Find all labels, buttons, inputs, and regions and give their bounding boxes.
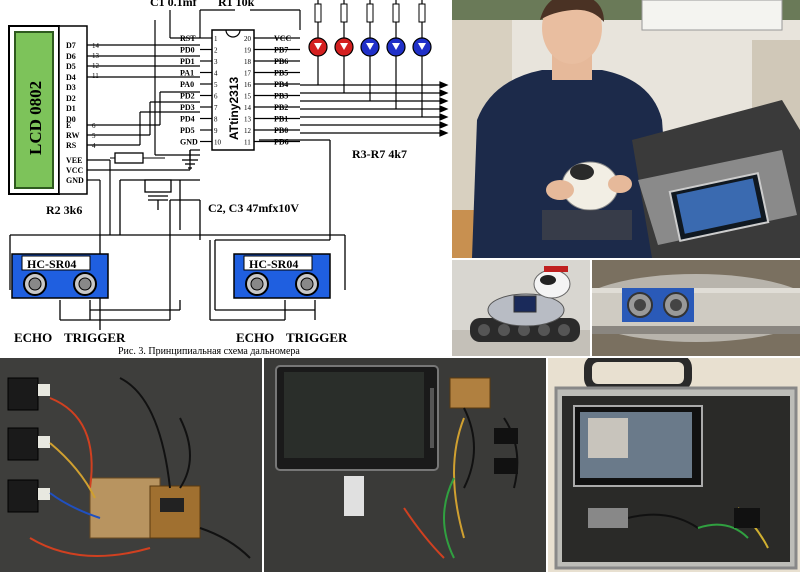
r1-label: R1 10k <box>218 0 255 9</box>
mcu-pin-gnd: GND <box>180 138 198 147</box>
mcu-chip: ATtiny2313 <box>211 29 255 151</box>
lcd-pin-number: 14 <box>92 42 100 50</box>
mcu-pin-pb2: PB2 <box>274 103 288 112</box>
lcd-module: LCD 0802 <box>8 25 88 195</box>
lcd-pin-d7: D7 <box>66 41 76 50</box>
r2-label: R2 3k6 <box>46 203 82 217</box>
figure-caption: Рис. 3. Принципиальная схема дальномера <box>118 346 300 356</box>
mcu-pin-number: 19 <box>244 47 252 55</box>
lcd-pin-e: E <box>66 121 71 130</box>
mcu-pin-number: 14 <box>244 104 252 112</box>
mcu-pin-number: 10 <box>214 139 222 147</box>
mcu-pin-pa0: PA0 <box>180 80 194 89</box>
lcd-pin-number: 6 <box>92 122 96 130</box>
mcu-pin-pd1: PD1 <box>180 57 195 66</box>
echo-left-label: ECHO <box>14 330 52 345</box>
case-boards-photo <box>0 358 262 572</box>
lcd-pin-vcc: VCC <box>66 166 84 175</box>
mcu-pin-pd6: PD6 <box>274 138 289 147</box>
sensor-right-label: HC-SR04 <box>249 257 298 271</box>
c2c3-label: C2, C3 47mfx10V <box>208 201 299 215</box>
lcd-pin-vee: VEE <box>66 156 82 165</box>
mcu-pin-number: 13 <box>244 116 252 124</box>
robot-photo <box>452 260 590 356</box>
lcd-pin-number: 5 <box>92 132 96 140</box>
led-array <box>308 0 432 117</box>
mcu-pin-pb3: PB3 <box>274 92 288 101</box>
c1-label: C1 0.1mf <box>150 0 198 9</box>
mcu-pin-pd4: PD4 <box>180 115 195 124</box>
lcd-pin-d1: D1 <box>66 104 76 113</box>
mcu-pin-number: 5 <box>214 81 218 89</box>
mcu-pin-number: 20 <box>244 35 252 43</box>
lcd-pin-d0: D0 <box>66 115 76 124</box>
relay-blocks <box>7 377 50 513</box>
mcu-pin-number: 7 <box>214 104 218 112</box>
lcd-pin-d4: D4 <box>66 73 76 82</box>
mcu-pin-pb4: PB4 <box>274 80 288 89</box>
mcu-pin-pd5: PD5 <box>180 126 195 135</box>
sensor-closeup-photo <box>592 260 800 356</box>
echo-right-label: ECHO <box>236 330 274 345</box>
mcu-pin-number: 2 <box>214 47 218 55</box>
ground-symbol <box>182 150 198 169</box>
mcu-pin-number: 6 <box>214 93 218 101</box>
pcb-small <box>449 377 491 409</box>
student-photo <box>452 0 800 258</box>
mcu-pin-number: 8 <box>214 116 218 124</box>
mcu-pin-number: 16 <box>244 81 252 89</box>
mcu-pin-pb6: PB6 <box>274 57 288 66</box>
case-handle-photo <box>548 358 800 572</box>
trigger-left-label: TRIGGER <box>64 330 126 345</box>
mcu-pin-pd2: PD2 <box>180 92 195 101</box>
mcu-pin-pa1: PA1 <box>180 69 194 78</box>
mcu-pin-number: 17 <box>244 70 252 78</box>
mcu-pin-pb0: PB0 <box>274 126 288 135</box>
mcu-pin-number: 15 <box>244 93 252 101</box>
lcd-data-wires <box>87 9 301 235</box>
lcd-pin-gnd: GND <box>66 176 84 185</box>
lcd-pin-d5: D5 <box>66 62 76 71</box>
trigger-right-label: TRIGGER <box>286 330 348 345</box>
mcu-pin-pd3: PD3 <box>180 103 195 112</box>
lcd-pin-number: 11 <box>92 72 99 80</box>
sensor-left-label: HC-SR04 <box>27 257 76 271</box>
output-bus <box>300 81 449 137</box>
lcd-pin-d3: D3 <box>66 83 76 92</box>
mcu-pin-pb7: PB7 <box>274 46 288 55</box>
mcu-pin-pd0: PD0 <box>180 46 195 55</box>
lcd-pin-d2: D2 <box>66 94 76 103</box>
lcd-screen <box>14 31 54 189</box>
mcu-pin-pb1: PB1 <box>274 115 288 124</box>
mcu-pin-number: 4 <box>214 70 218 78</box>
mcu-pin-rst: RST <box>180 34 196 43</box>
mcu-pin-number: 12 <box>244 127 252 135</box>
sensor-right: HC-SR04 <box>233 253 331 299</box>
mcu-pin-number: 11 <box>244 139 251 147</box>
circuit-diagram: C1 0.1mf R1 10k LCD 0802 D7D6D5D4D3D2D1D… <box>8 0 449 356</box>
mcu-name: ATtiny2313 <box>227 77 241 140</box>
case-monitor-photo <box>264 358 546 572</box>
mcu-pin-number: 3 <box>214 58 218 66</box>
mcu-pin-pb5: PB5 <box>274 69 288 78</box>
lcd-pin-d6: D6 <box>66 52 76 61</box>
mcu-pin-number: 1 <box>214 35 218 43</box>
mcu-pin-vcc: VCC <box>274 34 292 43</box>
capacitor-group <box>119 179 200 235</box>
r2-resistor <box>114 152 144 164</box>
mcu-pin-number: 9 <box>214 127 218 135</box>
mcu-pin-number: 18 <box>244 58 252 66</box>
sensor-left: HC-SR04 <box>11 253 109 299</box>
r3r7-label: R3-R7 4k7 <box>352 147 407 161</box>
lcd-pin-number: 4 <box>92 142 96 150</box>
lcd-pin-rs: RS <box>66 141 77 150</box>
lcd-title: LCD 0802 <box>26 81 45 155</box>
lcd-pin-rw: RW <box>66 131 80 140</box>
student-head <box>542 0 602 64</box>
